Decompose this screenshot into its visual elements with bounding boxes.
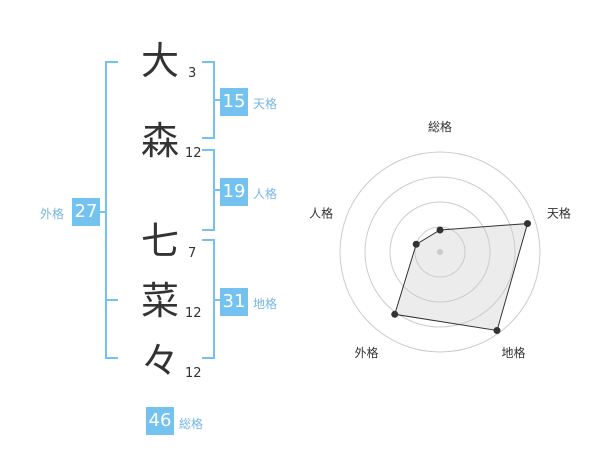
gaikaku-bracket xyxy=(105,61,118,359)
stroke-count-3: 7 xyxy=(188,246,197,261)
gaikaku-value: 27 xyxy=(72,198,100,226)
stroke-count-2: 12 xyxy=(185,146,202,161)
name-char-2: 森 xyxy=(141,119,180,163)
radar-point xyxy=(391,310,399,318)
chikaku-value: 31 xyxy=(220,288,248,316)
jinkaku-value: 19 xyxy=(220,178,248,206)
chikaku-label: 地格 xyxy=(253,297,278,311)
radar-axis-label: 地格 xyxy=(501,345,525,360)
radar-ring xyxy=(389,201,491,303)
tenkaku-label: 天格 xyxy=(253,97,278,111)
radar-point xyxy=(523,220,531,228)
stroke-count-4: 12 xyxy=(185,306,202,321)
soukaku-value: 46 xyxy=(146,407,174,435)
radar-area xyxy=(394,223,529,332)
radar-point xyxy=(493,326,501,334)
gaikaku-label: 外格 xyxy=(40,207,65,221)
radar-center xyxy=(437,249,443,255)
soukaku-label: 総格 xyxy=(179,417,204,431)
jinkaku-label: 人格 xyxy=(253,187,278,201)
radar-axis-label: 人格 xyxy=(309,205,333,220)
radar-axis-label: 外格 xyxy=(355,345,379,360)
tenkaku-value: 15 xyxy=(220,88,248,116)
radar-axis-label: 総格 xyxy=(428,119,452,134)
radar-point xyxy=(412,240,420,248)
name-char-5: 々 xyxy=(141,339,180,383)
radar-point xyxy=(436,226,444,234)
radar-ring xyxy=(364,176,516,328)
stroke-count-5: 12 xyxy=(185,366,202,381)
name-char-4: 菜 xyxy=(141,279,180,323)
radar-axis-label: 天格 xyxy=(547,205,571,220)
name-char-3: 七 xyxy=(141,219,180,263)
radar-ring xyxy=(339,151,541,353)
stroke-count-1: 3 xyxy=(188,66,197,81)
name-char-1: 大 xyxy=(141,39,180,83)
